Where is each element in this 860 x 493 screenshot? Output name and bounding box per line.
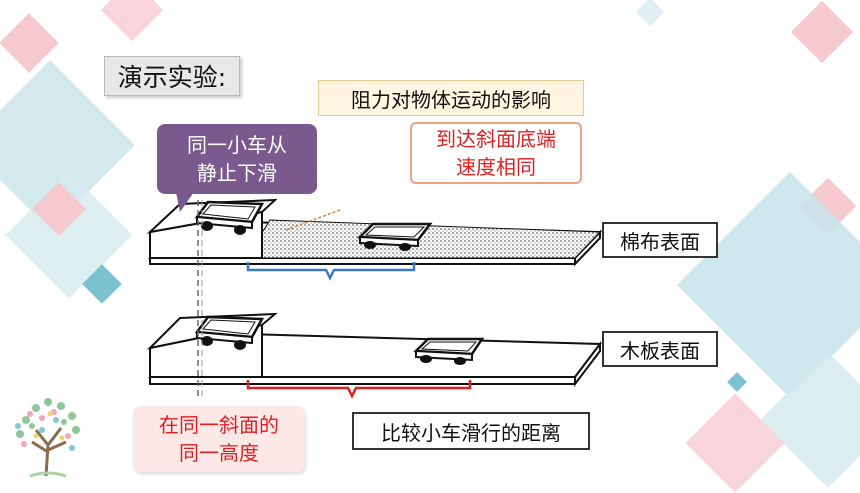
car-callout-line2: 静止下滑 <box>197 161 277 185</box>
cotton-pointer-line <box>285 209 341 231</box>
tree-logo-icon <box>15 398 80 478</box>
red-bracket <box>246 380 472 399</box>
slide-title: 演示实验: <box>104 56 240 96</box>
wood-surface-label: 木板表面 <box>602 331 718 367</box>
distance-note-box: 比较小车滑行的距离 <box>352 412 590 450</box>
speed-note-box: 到达斜面底端 速度相同 <box>410 122 582 184</box>
car-callout-line1: 同一小车从 <box>187 133 287 157</box>
height-note-line2: 同一高度 <box>179 441 259 465</box>
height-note-line1: 在同一斜面的 <box>159 413 279 437</box>
car-bottom-start <box>194 315 265 350</box>
cotton-surface-label: 棉布表面 <box>602 222 718 258</box>
car-callout-pointer <box>176 192 194 212</box>
car-callout: 同一小车从 静止下滑 <box>157 124 317 194</box>
blue-bracket <box>246 262 416 281</box>
car-top-end <box>357 222 433 251</box>
topic-title: 阻力对物体运动的影响 <box>318 80 584 116</box>
car-bottom-end <box>413 337 485 365</box>
speed-note-line2: 速度相同 <box>456 155 536 179</box>
speed-note-line1: 到达斜面底端 <box>436 127 556 151</box>
car-top-start <box>194 200 265 235</box>
height-note-box: 在同一斜面的 同一高度 <box>133 406 305 472</box>
